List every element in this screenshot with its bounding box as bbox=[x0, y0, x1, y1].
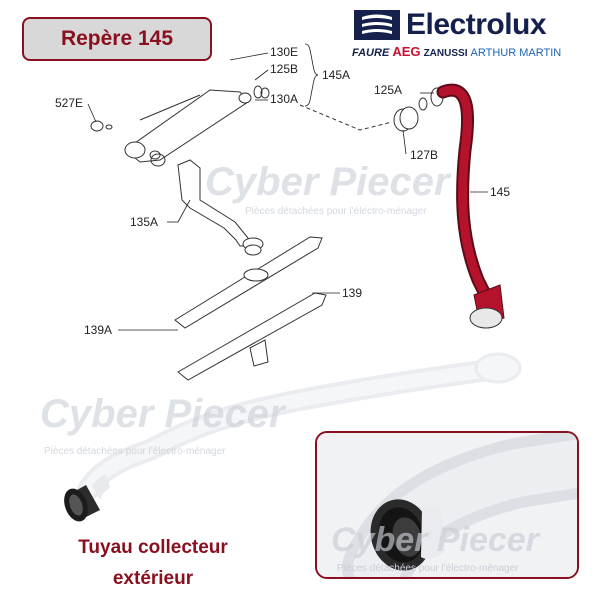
caption-line-2: extérieur bbox=[112, 568, 194, 589]
watermark-subtitle: Pièces détachées pour l'électro-ménager bbox=[245, 206, 427, 217]
spray-arm-139 bbox=[174, 236, 327, 381]
zoom-inset: Cyber Piecer Pièces détachées pour l'éle… bbox=[315, 431, 579, 579]
part-reference-label: Repère 145 bbox=[60, 27, 174, 50]
label-130e: 130E bbox=[270, 45, 299, 59]
connector-fittings bbox=[393, 87, 444, 132]
label-145: 145 bbox=[490, 185, 511, 199]
watermark-subtitle-2: Pièces détachées pour l'électro-ménager bbox=[44, 446, 226, 457]
spray-arm-pipe bbox=[177, 159, 264, 256]
brand-faure: FAURE bbox=[352, 47, 390, 59]
leader-lines bbox=[87, 43, 488, 331]
faded-hose-photo bbox=[77, 352, 522, 501]
part-reference-badge: Repère 145 bbox=[22, 17, 212, 61]
label-125a: 125A bbox=[374, 83, 403, 97]
hose-end-photo bbox=[64, 474, 110, 522]
zoom-watermark-title: Cyber Piecer bbox=[331, 521, 539, 559]
caption-line-1: Tuyau collecteur bbox=[78, 537, 228, 558]
brand-sub-logos: FAURE AEG ZANUSSI ARTHUR MARTIN bbox=[352, 44, 561, 59]
brand-main: Electrolux bbox=[354, 8, 600, 42]
electrolux-icon bbox=[354, 10, 400, 40]
watermark-title-2: Cyber Piecer bbox=[40, 392, 285, 436]
brand-zanussi: ZANUSSI bbox=[423, 48, 468, 59]
zoom-watermark-subtitle: Pièces détachées pour l'électro-ménager bbox=[337, 563, 519, 574]
brand-name: Electrolux bbox=[406, 8, 547, 41]
label-527e: 527E bbox=[55, 96, 84, 110]
watermark-title: Cyber Piecer bbox=[205, 160, 450, 204]
collector-hose-145 bbox=[436, 83, 505, 329]
brand-arthur-martin: ARTHUR MARTIN bbox=[470, 47, 562, 59]
brand-logo: Electrolux FAURE AEG ZANUSSI ARTHUR MART… bbox=[352, 8, 600, 68]
label-139a: 139A bbox=[84, 323, 113, 337]
spray-arm-upper bbox=[124, 89, 252, 163]
label-125b: 125B bbox=[270, 62, 299, 76]
zoom-photo bbox=[317, 433, 577, 577]
label-135a: 135A bbox=[130, 215, 159, 229]
label-130a: 130A bbox=[270, 92, 299, 106]
label-127b: 127B bbox=[410, 148, 439, 162]
label-139: 139 bbox=[342, 286, 363, 300]
label-145a: 145A bbox=[322, 68, 351, 82]
brand-aeg: AEG bbox=[392, 44, 421, 59]
